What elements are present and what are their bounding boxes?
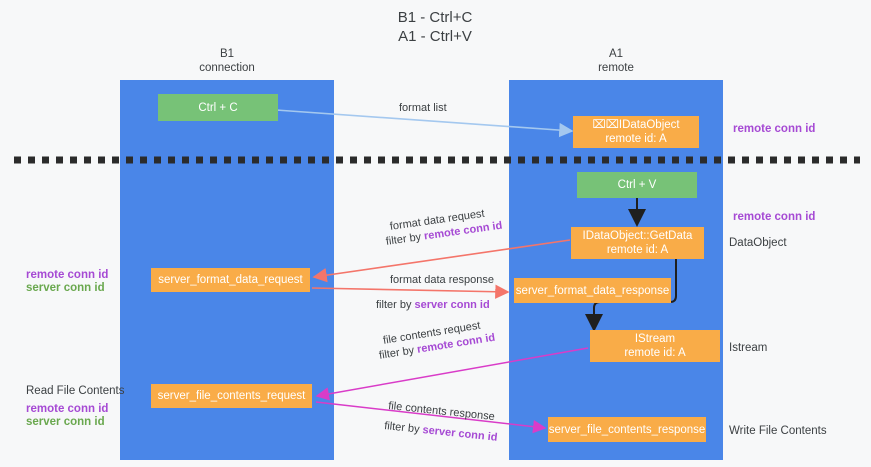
node-getdata-line1: IDataObject::GetData: [582, 230, 693, 242]
right-label-remote-conn-id-top: remote conn id: [733, 122, 815, 137]
node-server-file-contents-response[interactable]: server_file_contents_response: [548, 417, 706, 442]
left-label-server-conn-id-text: server conn id: [26, 282, 105, 294]
node-idataobject[interactable]: ⌧⌧IDataObject remote id: A: [573, 116, 699, 148]
right-label-remote-conn-id-mid-text: remote conn id: [733, 211, 816, 223]
node-server-format-data-response[interactable]: server_format_data_response: [514, 278, 671, 303]
column-header-b1: B1 connection: [199, 48, 255, 74]
column-header-a1: A1 remote: [598, 48, 634, 74]
right-label-remote-conn-id-top-text: remote conn id: [733, 123, 816, 135]
right-label-istream: Istream: [729, 342, 768, 354]
left-label-server-conn-id-2: server conn id: [26, 415, 105, 430]
node-istream-line1: IStream: [634, 333, 676, 345]
node-server-format-data-request-label: server_format_data_request: [158, 274, 303, 286]
left-label-remote-conn-id-text: remote conn id: [26, 269, 109, 281]
filter-key-server-conn-id: server conn id: [414, 299, 490, 311]
filter-prefix: filter by: [385, 230, 425, 248]
right-label-remote-conn-id-mid: remote conn id: [733, 210, 815, 225]
node-idataobject-line2: remote id: A: [605, 133, 667, 145]
right-label-dataobject: DataObject: [729, 237, 787, 249]
page-title: B1 - Ctrl+C A1 - Ctrl+V: [397, 9, 473, 45]
edge-label-format-data-response: format data response: [390, 274, 494, 286]
node-server-file-contents-request-label: server_file_contents_request: [157, 390, 306, 402]
right-label-write-file-contents: Write File Contents: [729, 425, 827, 437]
left-label-server-conn-id: server conn id: [26, 281, 105, 296]
filter-prefix-4: filter by: [383, 419, 424, 436]
left-label-read-file-contents: Read File Contents: [26, 385, 125, 397]
arrow-format-data-response: [311, 284, 510, 299]
left-label-remote-conn-id: remote conn id: [26, 268, 108, 283]
node-ctrl-v-label: Ctrl + V: [617, 179, 657, 191]
node-idataobject-getdata[interactable]: IDataObject::GetData remote id: A: [571, 227, 704, 259]
left-label-server-conn-id-2-text: server conn id: [26, 416, 105, 428]
node-ctrl-c-label: Ctrl + C: [198, 101, 238, 114]
node-getdata-line2: remote id: A: [606, 244, 669, 256]
node-server-file-contents-request[interactable]: server_file_contents_request: [151, 384, 312, 408]
node-istream[interactable]: IStream remote id: A: [590, 330, 720, 362]
left-label-remote-conn-id-2-text: remote conn id: [26, 403, 109, 415]
node-istream-line2: remote id: A: [624, 347, 686, 359]
node-ctrl-c[interactable]: Ctrl + C: [158, 94, 278, 121]
node-server-format-data-response-label: server_format_data_response: [515, 284, 670, 297]
node-idataobject-line1: ⌧⌧IDataObject: [592, 119, 680, 131]
node-server-format-data-request[interactable]: server_format_data_request: [151, 268, 310, 292]
node-server-file-contents-response-label: server_file_contents_response: [548, 423, 706, 436]
left-label-remote-conn-id-2: remote conn id: [26, 402, 108, 417]
edge-label-file-contents-response-text: file contents response: [387, 399, 496, 424]
filter-key-server-conn-id-2: server conn id: [421, 424, 498, 444]
edge-label-format-list: format list: [399, 102, 447, 114]
filter-prefix-2: filter by: [376, 299, 415, 311]
edge-label-format-data-response-filter: filter by server conn id: [376, 298, 490, 313]
node-ctrl-v[interactable]: Ctrl + V: [577, 172, 697, 198]
